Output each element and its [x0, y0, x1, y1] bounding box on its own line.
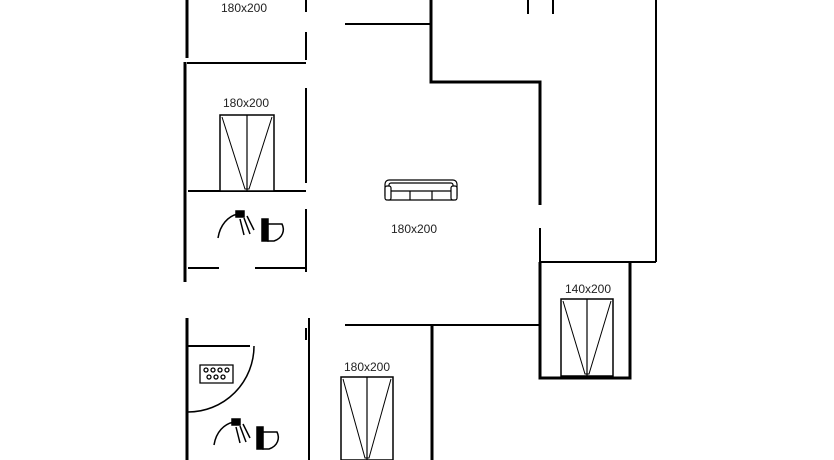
bed-fold-lines — [342, 378, 392, 459]
toilet-icon — [261, 218, 285, 242]
sofa-icon — [384, 179, 458, 201]
bed-size-label: 180x200 — [391, 222, 437, 236]
wall — [429, 0, 542, 205]
bed-size-label: 180x200 — [223, 96, 269, 110]
thin-walls — [187, 0, 657, 460]
shower-icon — [213, 418, 251, 446]
bed-bottom-middle-room: 180x200 — [340, 360, 394, 460]
bed-left-upper-room: 180x200 — [219, 96, 275, 192]
door-swing-arc — [187, 345, 255, 413]
toilet-icon — [256, 426, 280, 450]
bed-size-label: 140x200 — [565, 282, 611, 296]
bed-top-room: 180x200 — [221, 1, 267, 15]
bed-right-small-room: 140x200 — [560, 282, 614, 377]
shower-icon — [217, 210, 255, 239]
living-room: 180x200 — [384, 179, 458, 236]
jacuzzi-icon — [199, 364, 234, 384]
bed-size-label: 180x200 — [344, 360, 390, 374]
bed-fold-lines — [221, 116, 273, 190]
bed-fold-lines — [562, 300, 612, 375]
bed-size-label: 180x200 — [221, 1, 267, 15]
